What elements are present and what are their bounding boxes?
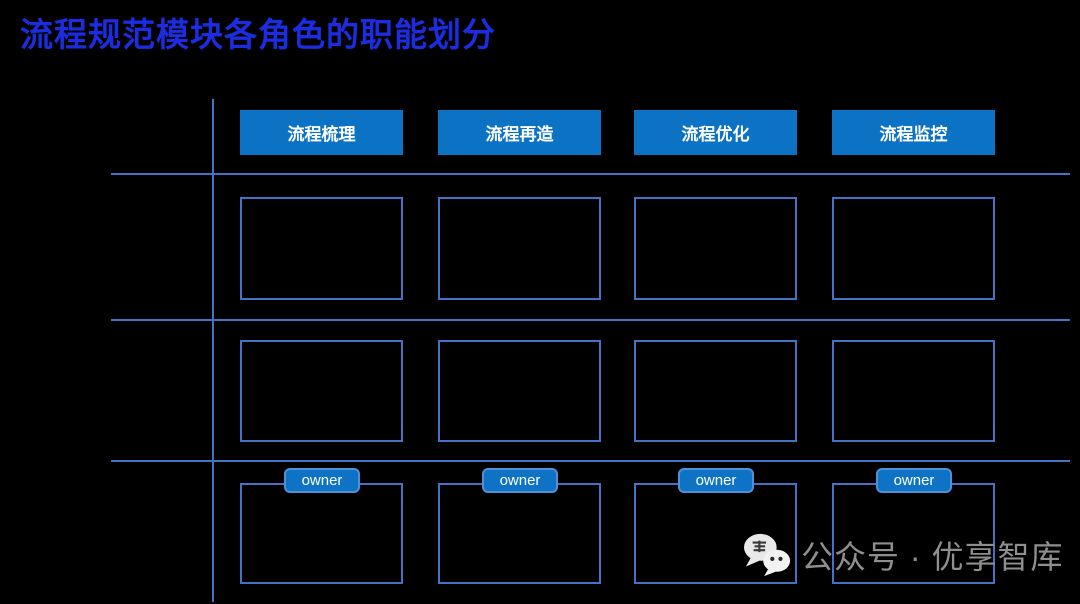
matrix-cell-r2c3 xyxy=(634,340,797,442)
matrix-cell-r1c3 xyxy=(634,197,797,300)
owner-badge-2: owner xyxy=(482,468,558,493)
matrix-cell-r1c2 xyxy=(438,197,601,300)
wechat-icon xyxy=(744,533,791,577)
column-header-2: 流程再造 xyxy=(438,110,601,155)
grid-horizontal-line-3 xyxy=(111,460,1070,462)
grid-horizontal-line-2 xyxy=(111,319,1070,321)
matrix-cell-r2c1 xyxy=(240,340,403,442)
matrix-cell-r1c4 xyxy=(832,197,995,300)
owner-badge-3: owner xyxy=(678,468,754,493)
owner-badge-1: owner xyxy=(284,468,360,493)
matrix-cell-r2c2 xyxy=(438,340,601,442)
column-header-3: 流程优化 xyxy=(634,110,797,155)
owner-badge-4: owner xyxy=(876,468,952,493)
column-header-4: 流程监控 xyxy=(832,110,995,155)
matrix-cell-r1c1 xyxy=(240,197,403,300)
grid-vertical-line xyxy=(212,99,214,602)
matrix-cell-r2c4 xyxy=(832,340,995,442)
matrix-cell-r3c2 xyxy=(438,483,601,584)
page-title: 流程规范模块各角色的职能划分 xyxy=(20,16,496,53)
grid-horizontal-line-1 xyxy=(111,173,1070,175)
column-header-1: 流程梳理 xyxy=(240,110,403,155)
watermark-text: 公众号 · 优享智库 xyxy=(801,539,1064,575)
matrix-cell-r3c1 xyxy=(240,483,403,584)
watermark: 公众号 · 优享智库 xyxy=(742,531,1063,579)
